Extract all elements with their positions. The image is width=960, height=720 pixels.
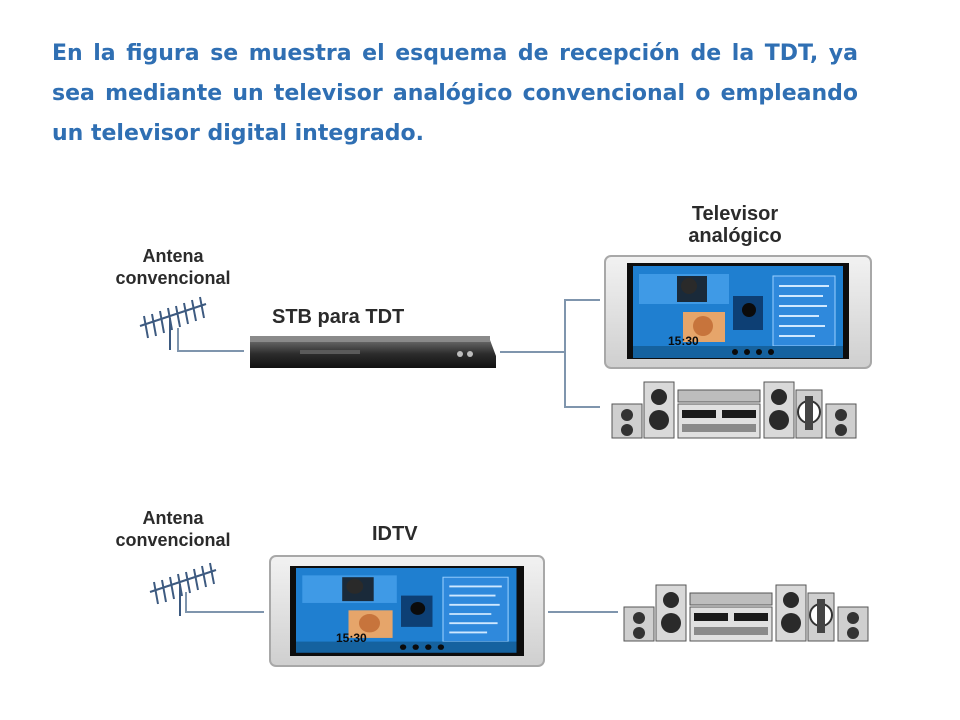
antenna-to-idtv-cable [185,592,264,613]
bottom-tv-clock: 15:30 [336,631,367,645]
bottom-stereo-system-icon [623,584,869,642]
stb-label: STB para TDT [272,306,405,328]
top-antenna-icon [139,296,207,351]
stb-to-stereo-cable [564,352,600,408]
bottom-antenna-label: Antena convencional [83,507,263,551]
bottom-antenna-icon [149,562,217,617]
top-stereo-system-icon [611,381,857,439]
idtv-label: IDTV [372,523,418,545]
top-antenna-label-line2: convencional [115,268,231,288]
analog-tv-label-line1: Televisor [691,203,779,225]
page-caption: En la figura se muestra el esquema de re… [52,41,858,146]
analog-tv-icon: 15:30 [604,255,872,369]
analog-tv-label-line2: analógico [688,225,782,247]
bottom-antenna-label-line1: Antena [142,508,204,528]
top-tv-clock: 15:30 [668,334,699,348]
analog-tv-label: Televisor analógico [650,203,820,247]
bottom-antenna-label-line2: convencional [115,530,231,550]
idtv-icon: 15:30 [269,555,545,667]
antenna-to-stb-cable [177,328,244,352]
top-antenna-label: Antena convencional [83,245,263,289]
stb-to-tv-cable [564,299,600,352]
top-antenna-label-line1: Antena [142,246,204,266]
set-top-box-icon [250,336,496,368]
